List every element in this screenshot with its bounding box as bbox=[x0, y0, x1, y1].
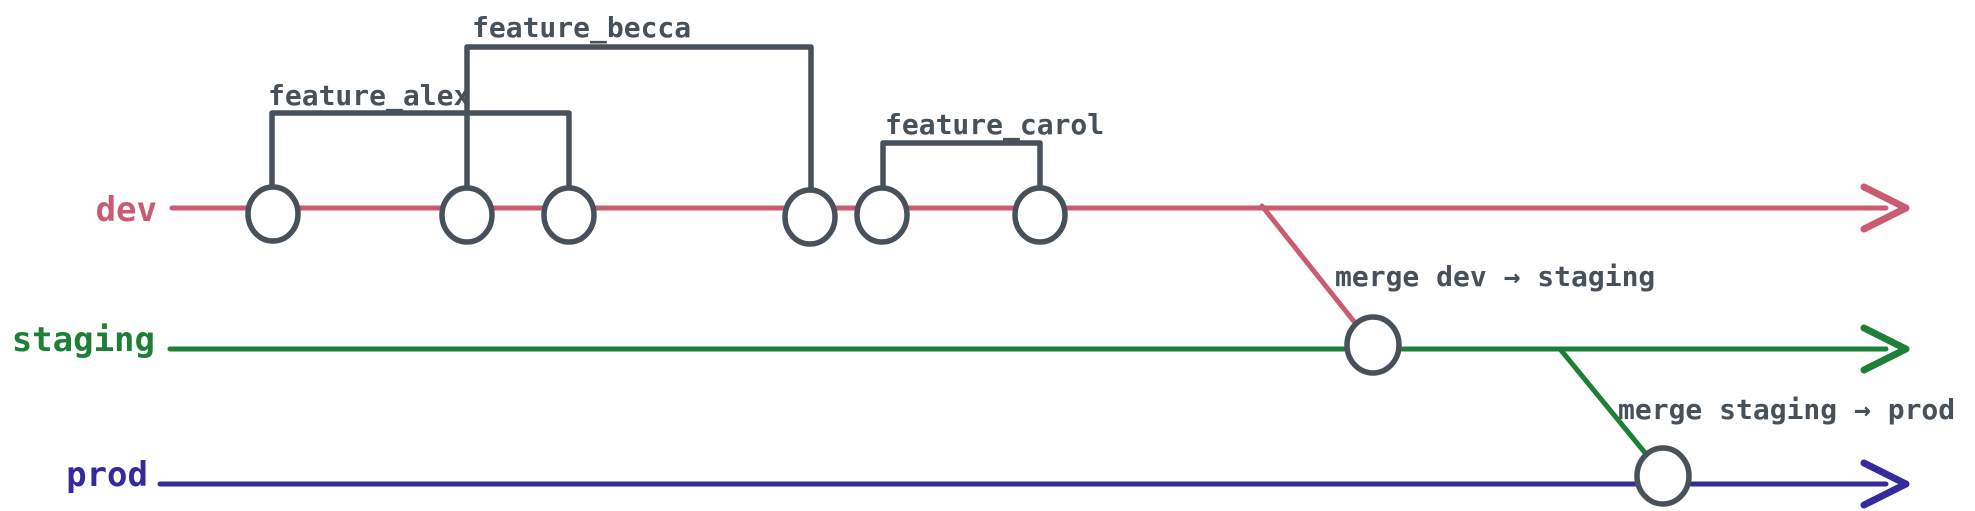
prod-arrowhead-icon bbox=[1860, 459, 1910, 509]
feature-group-alex: feature_alex bbox=[268, 79, 572, 191]
branch-label-staging: staging bbox=[12, 320, 155, 360]
merge-edge-dev-staging bbox=[1259, 203, 1359, 327]
merge-label-staging-prod: merge staging → prod bbox=[1618, 393, 1955, 426]
feature-label-alex: feature_alex bbox=[268, 79, 470, 112]
commit-dev-5 bbox=[854, 185, 910, 245]
commit-dev-1 bbox=[245, 184, 301, 244]
branch-prod: prod bbox=[66, 455, 1910, 509]
merge-staging-prod: merge staging → prod bbox=[1557, 346, 1955, 457]
commit-dev-2 bbox=[439, 185, 495, 245]
feature-group-becca: feature_becca bbox=[464, 11, 814, 193]
branch-dev: dev bbox=[96, 183, 1910, 233]
branch-label-dev: dev bbox=[96, 190, 157, 230]
dev-arrowhead-icon bbox=[1860, 183, 1910, 233]
merge-edge-staging-prod bbox=[1557, 346, 1649, 457]
commit-staging-merge bbox=[1344, 314, 1402, 376]
staging-arrowhead-icon bbox=[1860, 324, 1910, 374]
commit-dev-3 bbox=[541, 185, 597, 245]
dev-commits bbox=[245, 184, 1068, 247]
feature-group-carol: feature_carol bbox=[880, 108, 1104, 191]
commit-prod-merge bbox=[1634, 445, 1692, 507]
feature-label-becca: feature_becca bbox=[472, 11, 691, 44]
commit-dev-6 bbox=[1012, 185, 1068, 245]
branch-staging: staging bbox=[12, 320, 1910, 374]
merge-dev-staging: merge dev → staging bbox=[1259, 203, 1655, 327]
branch-label-prod: prod bbox=[66, 455, 148, 495]
feature-bracket-alex bbox=[269, 110, 572, 191]
feature-label-carol: feature_carol bbox=[885, 108, 1104, 141]
feature-bracket-becca bbox=[464, 44, 814, 193]
commit-dev-4 bbox=[782, 187, 838, 247]
merge-label-dev-staging: merge dev → staging bbox=[1335, 260, 1655, 293]
feature-bracket-carol bbox=[880, 140, 1043, 191]
